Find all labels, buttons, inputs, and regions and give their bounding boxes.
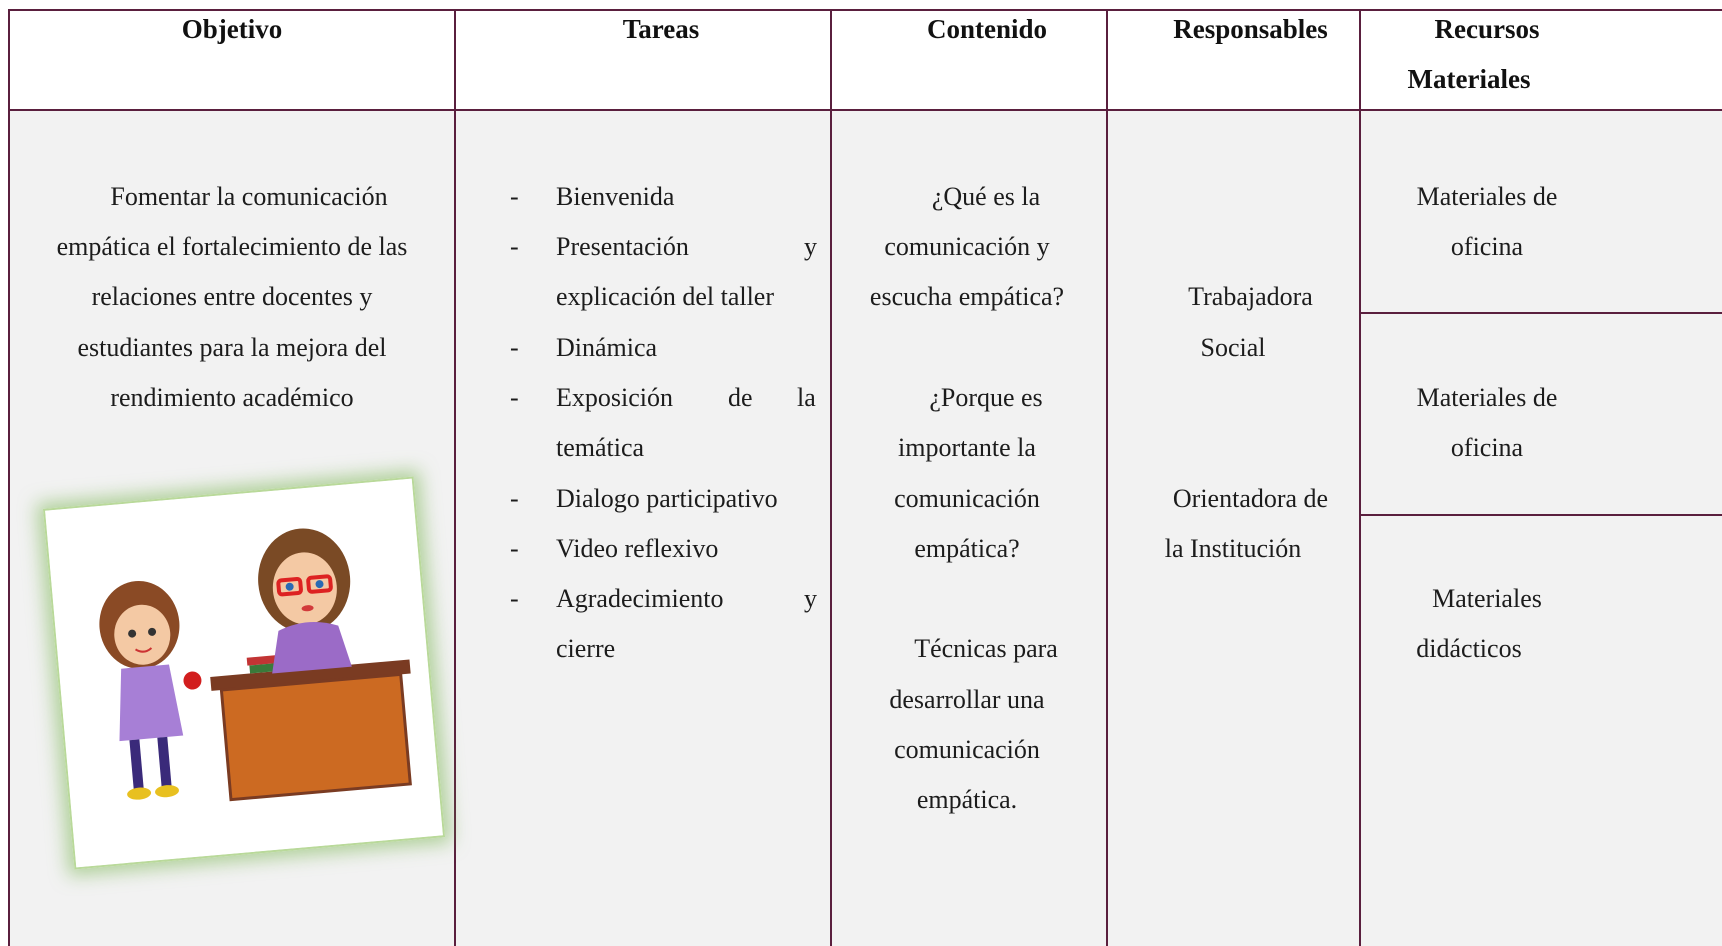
contenido-cell	[832, 111, 1106, 946]
contenido-line-11: empática.	[916, 785, 1018, 814]
objetivo-line-3: relaciones entre docentes y	[91, 282, 373, 311]
col-divider-2	[830, 9, 832, 946]
responsables-line-2: Social	[1200, 333, 1266, 362]
contenido-line-8: Técnicas para	[914, 634, 1058, 663]
bullet-dash: -	[510, 534, 519, 563]
recurso-2-line-2: oficina	[1450, 433, 1524, 462]
task-label-end: y	[804, 232, 817, 261]
task-label-end: y	[804, 584, 817, 613]
bullet-dash: -	[510, 182, 519, 211]
task-label: Dinámica	[556, 333, 658, 362]
recursos-divider-1	[1359, 312, 1722, 314]
header-bottom-border	[8, 109, 1722, 111]
header-tareas: Tareas	[622, 14, 700, 44]
contenido-line-10: comunicación	[894, 735, 1040, 764]
bullet-dash: -	[510, 333, 519, 362]
task-label-line2: explicación del taller	[556, 282, 775, 311]
responsables-line-3: Orientadora de	[1172, 484, 1329, 513]
col-divider-3	[1106, 9, 1108, 946]
responsables-line-4: la Institución	[1164, 534, 1302, 563]
header-responsables: Responsables	[1173, 14, 1328, 44]
col-divider-1	[454, 9, 456, 946]
task-label: Dialogo participativo	[556, 484, 778, 513]
contenido-line-2: comunicación y	[884, 232, 1050, 261]
col-divider-4	[1359, 9, 1361, 946]
header-recursos: Recursos	[1434, 14, 1540, 44]
responsables-cell	[1108, 111, 1359, 946]
contenido-line-5: importante la	[898, 433, 1036, 462]
recurso-1-line-1: Materiales de	[1416, 182, 1558, 211]
bullet-dash: -	[510, 484, 519, 513]
task-label: Agradecimiento	[556, 584, 724, 613]
recurso-3-line-1: Materiales	[1432, 584, 1542, 613]
bullet-dash: -	[510, 232, 519, 261]
contenido-line-4: ¿Porque es	[929, 383, 1043, 412]
objetivo-line-4: estudiantes para la mejora del	[77, 333, 387, 362]
teacher-student-illustration	[42, 476, 446, 870]
table-top-border	[8, 9, 1722, 11]
task-label-line2: cierre	[556, 634, 616, 663]
task-label-end: la	[797, 383, 816, 412]
contenido-line-9: desarrollar una	[889, 685, 1045, 714]
bullet-dash: -	[510, 383, 519, 412]
task-label: Bienvenida	[556, 182, 675, 211]
contenido-line-7: empática?	[914, 534, 1020, 563]
task-label: Presentación	[556, 232, 689, 261]
cartoon-icon	[45, 478, 443, 868]
bullet-dash: -	[510, 584, 519, 613]
recursos-cell	[1361, 111, 1722, 946]
objetivo-line-2: empática el fortalecimiento de las	[56, 232, 408, 261]
objetivo-line-5: rendimiento académico	[110, 383, 354, 412]
task-label: Video reflexivo	[556, 534, 719, 563]
recursos-divider-2	[1359, 514, 1722, 516]
task-label-mid: de	[728, 383, 753, 412]
header-contenido: Contenido	[926, 14, 1048, 44]
table-left-border	[8, 9, 10, 946]
contenido-line-6: comunicación	[894, 484, 1040, 513]
objetivo-line-1: Fomentar la comunicación	[110, 182, 388, 211]
recurso-1-line-2: oficina	[1450, 232, 1524, 261]
responsables-line-1: Trabajadora	[1188, 282, 1313, 311]
task-label-line2: temática	[556, 433, 645, 462]
contenido-line-1: ¿Qué es la	[931, 182, 1041, 211]
recurso-3-line-2: didácticos	[1416, 634, 1522, 663]
tareas-cell	[456, 111, 830, 946]
header-materiales: Materiales	[1407, 64, 1531, 94]
header-objetivo: Objetivo	[181, 14, 283, 44]
task-label: Exposición	[556, 383, 673, 412]
contenido-line-3: escucha empática?	[869, 282, 1065, 311]
recurso-2-line-1: Materiales de	[1416, 383, 1558, 412]
